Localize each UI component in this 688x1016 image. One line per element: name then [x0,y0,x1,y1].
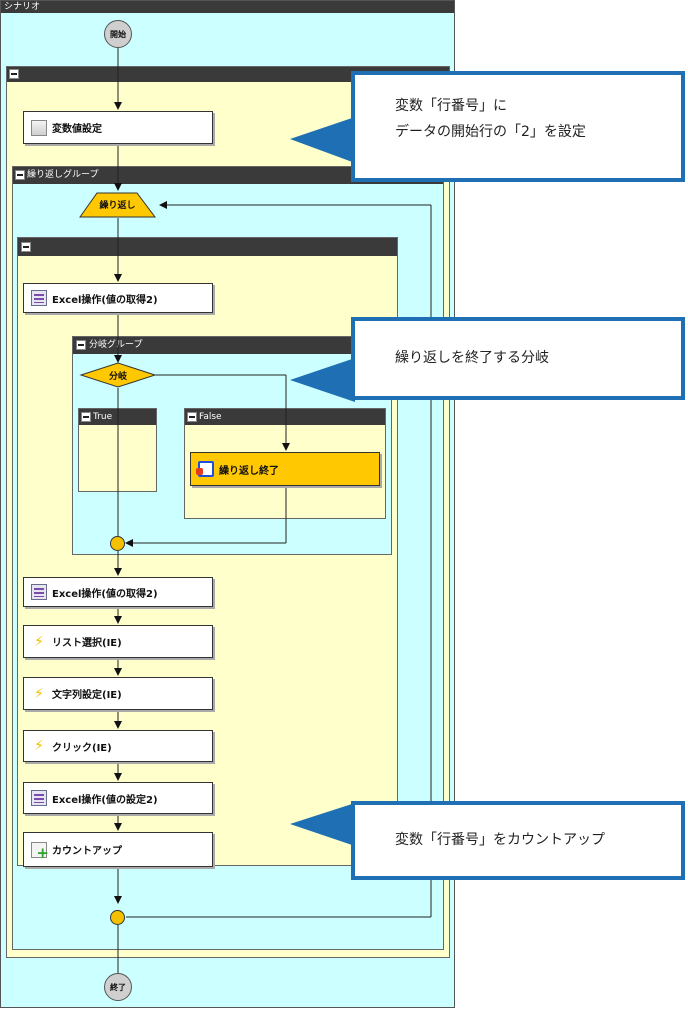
text-set-label: 文字列設定(IE) [52,690,122,701]
excel-icon [31,290,47,306]
list-select-label: リスト選択(IE) [52,638,122,649]
branch-diamond-shape [79,362,157,388]
loop-start-shape [79,192,156,218]
set-variable-label: 変数値設定 [52,124,102,135]
callout-count-up: 変数「行番号」をカウントアップ [351,801,685,880]
set-variable-node[interactable]: 変数値設定 [23,111,213,144]
loop-group-title: 繰り返しグループ [13,167,443,184]
inner-block-titlebar [18,238,397,256]
loop-return-junction [110,910,125,925]
false-branch-title: False [185,409,385,425]
callout-branch-text: 繰り返しを終了する分岐 [395,350,549,366]
branch-label[interactable]: 分岐 [108,372,127,382]
loop-group-title-text: 繰り返しグループ [27,170,99,180]
loop-group-collapse-icon[interactable] [15,170,25,180]
excel-icon [31,790,47,806]
callout-branch: 繰り返しを終了する分岐 [351,317,685,400]
excel-get-node-1[interactable]: Excel操作(値の取得2) [23,283,213,313]
count-up-node[interactable]: カウントアップ [23,832,213,867]
loop-end-label: 繰り返し終了 [219,465,279,477]
scenario-title: シナリオ [1,1,454,13]
callout-tail-1 [290,117,355,163]
callout-set-variable: 変数「行番号」に データの開始行の「2」を設定 [351,71,685,182]
inner-block-collapse-icon[interactable] [21,242,31,252]
branch-group-collapse-icon[interactable] [76,340,86,350]
callout-count-up-text: 変数「行番号」をカウントアップ [395,832,605,848]
loop-start-label[interactable]: 繰り返し [99,201,136,211]
click-label: クリック(IE) [52,742,112,754]
true-branch-collapse-icon[interactable] [81,412,91,422]
lightning-icon: ⚡ [34,685,44,702]
click-node[interactable]: ⚡ クリック(IE) [23,730,213,762]
false-branch-collapse-icon[interactable] [187,412,197,422]
branch-merge-junction [110,536,125,551]
branch-group-title-text: 分岐グループ [89,340,143,350]
callout-set-variable-line2: データの開始行の「2」を設定 [395,124,586,140]
false-branch-label: False [199,412,222,422]
excel-get-label-1: Excel操作(値の取得2) [52,294,158,306]
start-label: 開始 [110,29,126,39]
outer-block-collapse-icon[interactable] [9,69,19,79]
branch-group-title: 分岐グループ [73,337,391,354]
variable-icon [31,119,47,136]
loop-end-icon [196,461,214,477]
callout-tail-2 [290,358,355,402]
excel-icon [31,584,47,600]
end-label: 終了 [110,982,126,992]
count-up-icon [31,841,49,862]
excel-set-label: Excel操作(値の設定2) [52,794,158,806]
excel-get-label-2: Excel操作(値の取得2) [52,588,158,600]
list-select-node[interactable]: ⚡ リスト選択(IE) [23,625,213,658]
excel-get-node-2[interactable]: Excel操作(値の取得2) [23,577,213,607]
lightning-icon: ⚡ [34,633,44,650]
excel-set-node[interactable]: Excel操作(値の設定2) [23,782,213,814]
start-node[interactable]: 開始 [104,20,132,48]
callout-tail-3 [290,803,355,846]
true-branch-label: True [93,412,113,422]
count-up-label: カウントアップ [52,846,122,857]
end-node[interactable]: 終了 [104,973,132,1001]
callout-set-variable-line1: 変数「行番号」に [395,98,507,114]
text-set-node[interactable]: ⚡ 文字列設定(IE) [23,677,213,710]
loop-end-node[interactable]: 繰り返し終了 [190,452,380,486]
lightning-icon: ⚡ [34,738,44,754]
